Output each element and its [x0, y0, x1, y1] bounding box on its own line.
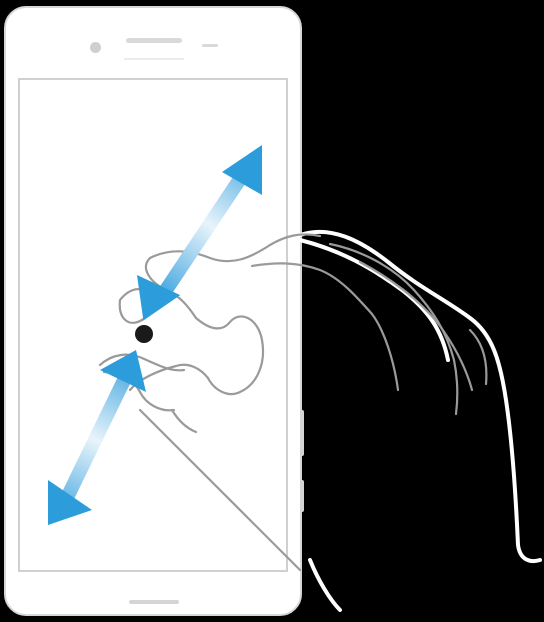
hand-outline: [100, 234, 486, 570]
arrow-down-icon: [48, 350, 146, 525]
touch-point-icon: [135, 325, 153, 343]
hand-fingers: [300, 232, 540, 610]
arrow-up-icon: [137, 145, 262, 321]
